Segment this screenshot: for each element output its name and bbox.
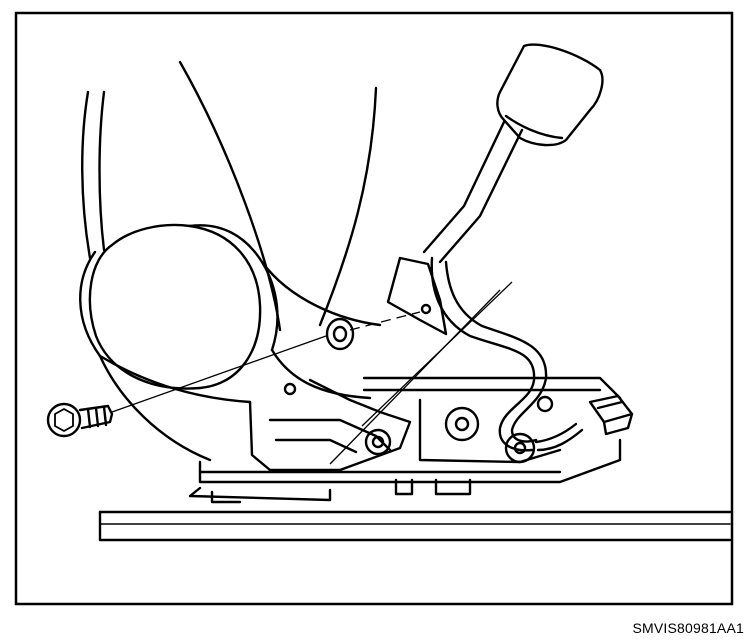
electrical-connector xyxy=(588,394,634,436)
wiring-harness xyxy=(430,256,584,452)
figure-code: SMVIS80981AA1 xyxy=(632,620,744,636)
seat-track xyxy=(188,376,622,504)
spacer-washer xyxy=(325,317,355,351)
installation-guide-lines xyxy=(111,281,513,465)
lever-knob xyxy=(496,43,604,147)
figure-border xyxy=(14,11,734,606)
recliner-cover xyxy=(88,223,382,462)
recliner-bracket xyxy=(248,378,412,472)
floor-rail xyxy=(98,510,732,542)
recliner-lever xyxy=(386,120,524,336)
bolt xyxy=(46,402,114,438)
